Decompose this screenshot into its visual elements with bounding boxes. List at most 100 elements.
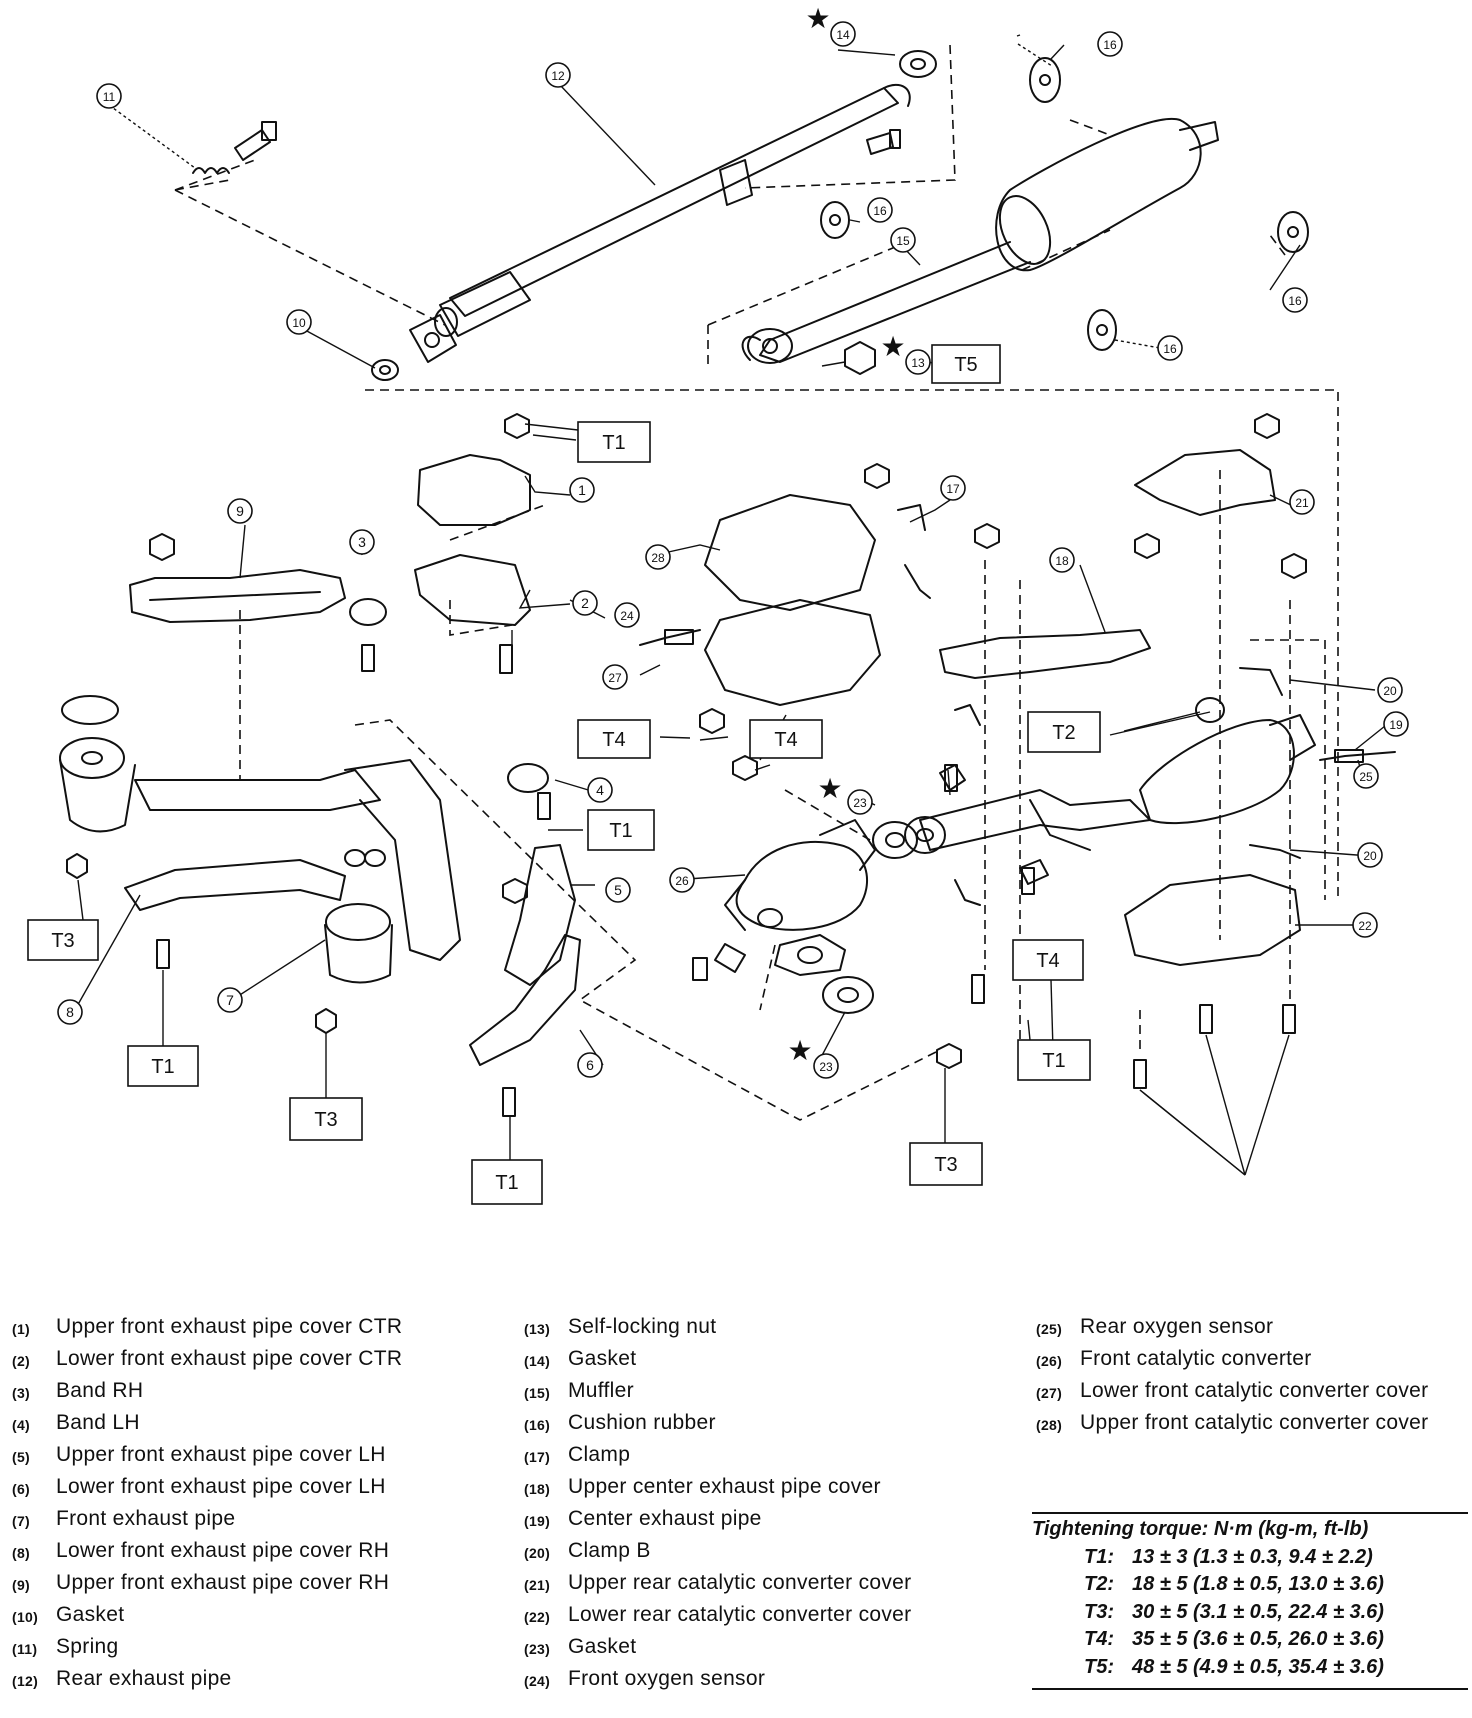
callout-24: 24 [614,602,640,628]
lower-front-exhaust-pipe-cover-lh-part [469,934,581,1117]
torque-specification: Tightening torque: N·m (kg-m, ft-lb) T1:… [1032,1516,1468,1681]
callout-26: 26 [669,867,695,893]
svg-text:T3: T3 [934,1154,957,1176]
torque-key: T1: [1084,1545,1114,1568]
torque-box-t1: T1 [577,421,651,463]
svg-text:14: 14 [836,28,850,42]
svg-text:T2: T2 [1052,722,1075,744]
svg-text:26: 26 [675,874,689,888]
svg-text:20: 20 [1363,849,1377,863]
legend-number: (14) [524,1353,551,1369]
svg-text:17: 17 [946,482,960,496]
legend-label: Lower front catalytic converter cover [1080,1379,1429,1402]
svg-text:12: 12 [551,69,565,83]
front-oxygen-sensor-part [639,629,701,646]
legend-item: (10)Gasket [12,1600,440,1632]
band-rh-part [349,598,387,626]
self-locking-nut-part [844,341,876,375]
svg-text:19: 19 [1389,718,1403,732]
legend-column-2: (13)Self-locking nut(14)Gasket(15)Muffle… [524,1312,954,1696]
legend-item: (6) Lower front exhaust pipe cover LH [12,1472,440,1504]
svg-text:4: 4 [596,782,604,798]
torque-box-t4: T4 [1012,939,1084,981]
legend-label: Gasket [56,1603,125,1626]
torque-key: T2: [1084,1573,1114,1595]
svg-text:16: 16 [873,204,887,218]
legend-label: Band LH [56,1411,140,1434]
torque-box-t1: T1 [471,1159,543,1205]
legend-label: Self-locking nut [568,1315,717,1338]
callout-12: 12 [545,62,571,88]
svg-text:22: 22 [1358,919,1372,933]
legend-label: Gasket [568,1347,637,1370]
rear-oxygen-sensor-part [1319,749,1396,763]
legend-item: (9)Upper front exhaust pipe cover RH [12,1568,440,1600]
legend-label: Front oxygen sensor [568,1667,766,1690]
legend-item: (14) Gasket [524,1344,954,1376]
legend-label: Spring [56,1635,119,1658]
leader-lines [75,34,1391,1066]
callout-13: 13 [905,349,931,375]
legend-label: Rear oxygen sensor [1080,1315,1274,1338]
callout-2: 2 [572,590,598,616]
torque-box-t2: T2 [1027,711,1101,753]
svg-text:6: 6 [586,1057,594,1073]
torque-value: 30 ± 5 (3.1 ± 0.5, 22.4 ± 3.6) [1132,1600,1384,1623]
legend-number: (6) [12,1481,31,1497]
torque-row: T4:35 ± 5 (3.6 ± 0.5, 26.0 ± 3.6) [1032,1626,1468,1654]
torque-row: T3: 30 ± 5 (3.1 ± 0.5, 22.4 ± 3.6) [1032,1599,1468,1627]
torque-key: T3: [1084,1600,1114,1623]
legend-number: (1) [12,1321,31,1337]
legend-item: (3)Band RH [12,1376,440,1408]
callout-8: 8 [57,999,83,1025]
legend-item: (12)Rear exhaust pipe [12,1664,440,1696]
torque-box-t3: T3 [909,1142,983,1186]
torque-box-t3: T3 [27,919,99,961]
callout-27: 27 [602,664,628,690]
callout-16: 16 [1282,287,1308,313]
legend-item: (17)Clamp [524,1440,954,1472]
torque-heading: Tightening torque: N·m (kg-m, ft-lb) [1032,1518,1369,1540]
callout-5: 5 [605,877,631,903]
torque-key: T5: [1084,1655,1114,1678]
legend-label: Lower front exhaust pipe cover LH [56,1475,386,1498]
legend-number: (19) [524,1513,551,1529]
legend-label: Upper center exhaust pipe cover [568,1475,881,1498]
svg-text:T4: T4 [602,729,625,751]
legend-number: (15) [524,1385,551,1401]
legend-label: Rear exhaust pipe [56,1667,232,1690]
svg-text:23: 23 [819,1060,833,1074]
upper-rear-catalytic-converter-cover-part [1134,413,1280,516]
rear-exhaust-pipe-part [434,83,911,337]
callout-3: 3 [349,529,375,555]
callout-9: 9 [227,498,253,524]
legend-label: Clamp B [568,1539,651,1562]
exhaust-exploded-diagram: 1234567891011121314151616161617181920202… [27,3,1409,1205]
band-lh-part [507,763,551,820]
legend-item: (4) Band LH [12,1408,440,1440]
legend-label: Lower front exhaust pipe cover RH [56,1539,390,1562]
svg-text:5: 5 [614,882,622,898]
callout-23: 23 [847,789,873,815]
center-exhaust-pipe-part [904,714,1316,854]
svg-text:21: 21 [1295,496,1309,510]
callout-circles: 1234567891011121314151616161617181920202… [57,21,1409,1079]
legend-item: (1)Upper front exhaust pipe cover CTR [12,1312,440,1344]
torque-box-leaders [77,359,1290,1176]
legend-number: (22) [524,1609,551,1625]
legend-number: (11) [12,1641,38,1657]
callout-16: 16 [867,197,893,223]
callout-15: 15 [890,227,916,253]
callout-6: 6 [577,1052,603,1078]
legend-label: Lower front exhaust pipe cover CTR [56,1347,403,1370]
lower-rear-catalytic-converter-cover-part [1124,874,1301,966]
legend-number: (5) [12,1449,31,1465]
legend-item: (18)Upper center exhaust pipe cover [524,1472,954,1504]
legend-number: (4) [12,1417,31,1433]
callout-10: 10 [286,309,312,335]
svg-text:T1: T1 [151,1056,174,1078]
legend-number: (23) [524,1641,551,1657]
svg-text:T1: T1 [1042,1050,1065,1072]
legend-item: (23)Gasket [524,1632,954,1664]
svg-text:T1: T1 [609,820,632,842]
